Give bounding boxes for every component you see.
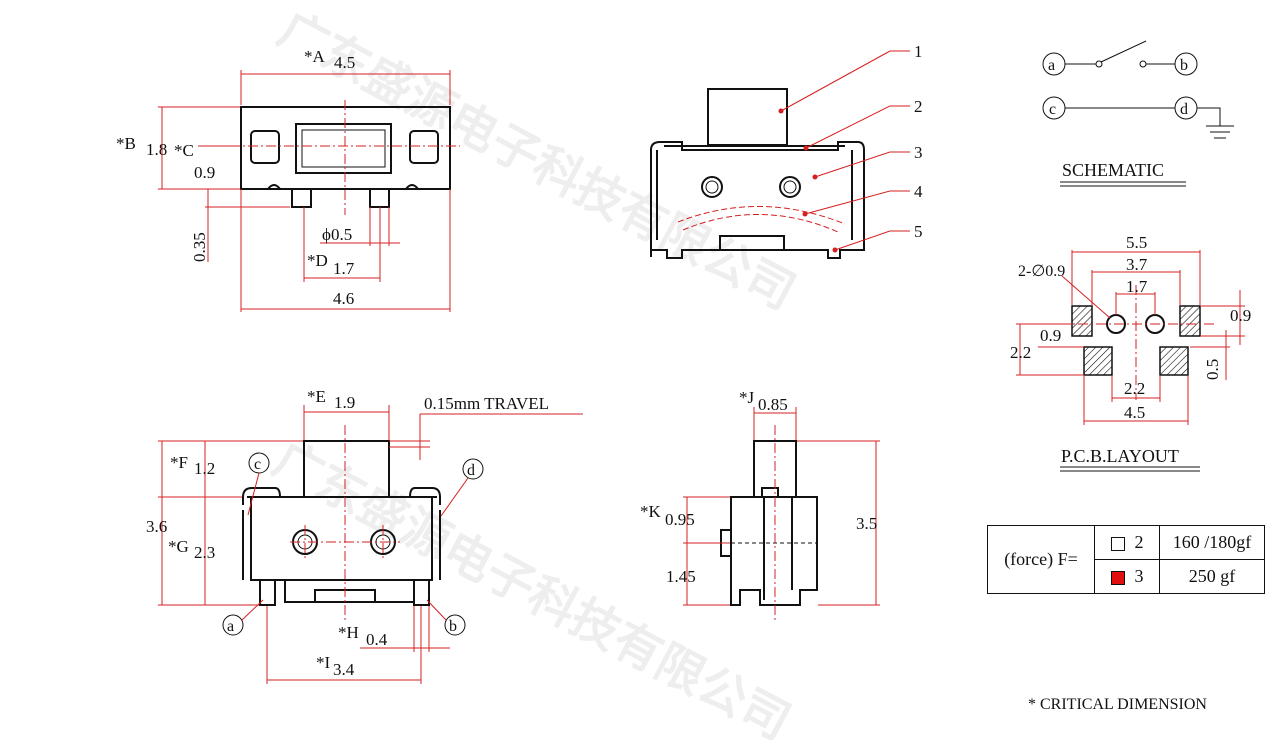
- pcb-dim-05: 0.5: [1203, 359, 1222, 380]
- pcb-title: P.C.B.LAYOUT: [1061, 446, 1179, 466]
- pcb-dim-55: 5.5: [1126, 233, 1147, 252]
- top-view: *A 4.5 *B 1.8 *C 0.9 0.35 ϕ0.5 *D 1.7 4.…: [116, 47, 460, 312]
- dim-b-value: 1.8: [146, 140, 167, 159]
- dim-k-label: *K: [640, 502, 662, 521]
- terminal-b: b: [1180, 57, 1188, 74]
- callout-5: 5: [914, 222, 923, 241]
- front-terminal-d: d: [467, 462, 475, 479]
- dim-k-value: 0.95: [665, 510, 695, 529]
- dim-f-value: 1.2: [194, 459, 215, 478]
- dim-a-label: *A: [304, 47, 326, 66]
- pcb-dim-09-right: 0.9: [1230, 306, 1251, 325]
- dim-h-label: *H: [338, 623, 359, 642]
- dim-a-value: 4.5: [334, 53, 355, 72]
- force-row-2-value: 160 /180gf: [1159, 525, 1265, 560]
- dim-e-label: *E: [307, 387, 326, 406]
- pcb-dim-37: 3.7: [1126, 255, 1148, 274]
- dim-36: 3.6: [146, 517, 167, 536]
- front-terminal-c: c: [254, 456, 261, 473]
- dim-f-label: *F: [170, 453, 188, 472]
- force-row-3-value: 250 gf: [1159, 559, 1265, 594]
- red-checkbox-icon: [1110, 570, 1125, 585]
- pcb-dim-09-left: 0.9: [1040, 326, 1061, 345]
- dim-c-value: 0.9: [194, 163, 215, 182]
- dim-b-label: *B: [116, 134, 136, 153]
- terminal-d: d: [1180, 101, 1188, 118]
- dim-035: 0.35: [190, 232, 209, 262]
- dim-g-value: 2.3: [194, 543, 215, 562]
- force-row-3-code: 3: [1094, 559, 1160, 594]
- front-terminal-a: a: [227, 618, 234, 635]
- dim-d-value: 1.7: [333, 259, 355, 278]
- dim-g-label: *G: [168, 537, 189, 556]
- dim-phi: ϕ0.5: [322, 225, 352, 244]
- side-view: *J 0.85 3.5 *K 0.95 1.45: [640, 388, 880, 620]
- front-view: *E 1.9 0.15mm TRAVEL *F 1.2 3.6 *G 2.3 *…: [146, 387, 583, 684]
- pcb-dim-22-v: 2.2: [1010, 343, 1031, 362]
- callout-4: 4: [914, 182, 923, 201]
- dim-i-value: 3.4: [333, 660, 355, 679]
- pcb-dim-holes: 2-∅0.9: [1018, 263, 1065, 280]
- pcb-dim-45: 4.5: [1124, 403, 1145, 422]
- callout-2: 2: [914, 97, 923, 116]
- dim-e-value: 1.9: [334, 393, 355, 412]
- dim-j-value: 0.85: [758, 395, 788, 414]
- dim-46: 4.6: [333, 289, 354, 308]
- callout-3: 3: [914, 143, 923, 162]
- terminal-c: c: [1049, 101, 1056, 118]
- pcb-layout: 5.5 3.7 1.7 2-∅0.9 0.9 0.9 2.2 2.2 4.5: [1010, 233, 1251, 472]
- force-label: (force) F=: [987, 525, 1095, 594]
- dim-d-label: *D: [307, 251, 328, 270]
- dim-i-label: *I: [316, 653, 331, 672]
- dim-h-value: 0.4: [366, 630, 388, 649]
- schematic-title: SCHEMATIC: [1062, 160, 1164, 180]
- iso-view: 1 2 3 4 5: [650, 42, 923, 259]
- dim-145: 1.45: [666, 567, 696, 586]
- travel-label: 0.15mm TRAVEL: [424, 394, 549, 413]
- schematic: a b c d SCHEMATIC: [1042, 40, 1234, 187]
- critical-dimension-note: * CRITICAL DIMENSION: [1028, 696, 1207, 713]
- front-terminal-b: b: [449, 618, 457, 635]
- force-row-2-code: 2: [1094, 525, 1160, 560]
- pcb-dim-22-h: 2.2: [1124, 379, 1145, 398]
- dim-c-label: *C: [174, 141, 194, 160]
- dim-j-label: *J: [739, 388, 755, 407]
- force-table: (force) F= 2 160 /180gf 3 250 gf: [987, 525, 1265, 594]
- pcb-dim-17: 1.7: [1126, 277, 1148, 296]
- terminal-a: a: [1048, 57, 1055, 74]
- checkbox-icon: [1110, 536, 1125, 551]
- callout-1: 1: [914, 42, 923, 61]
- dim-35: 3.5: [856, 514, 877, 533]
